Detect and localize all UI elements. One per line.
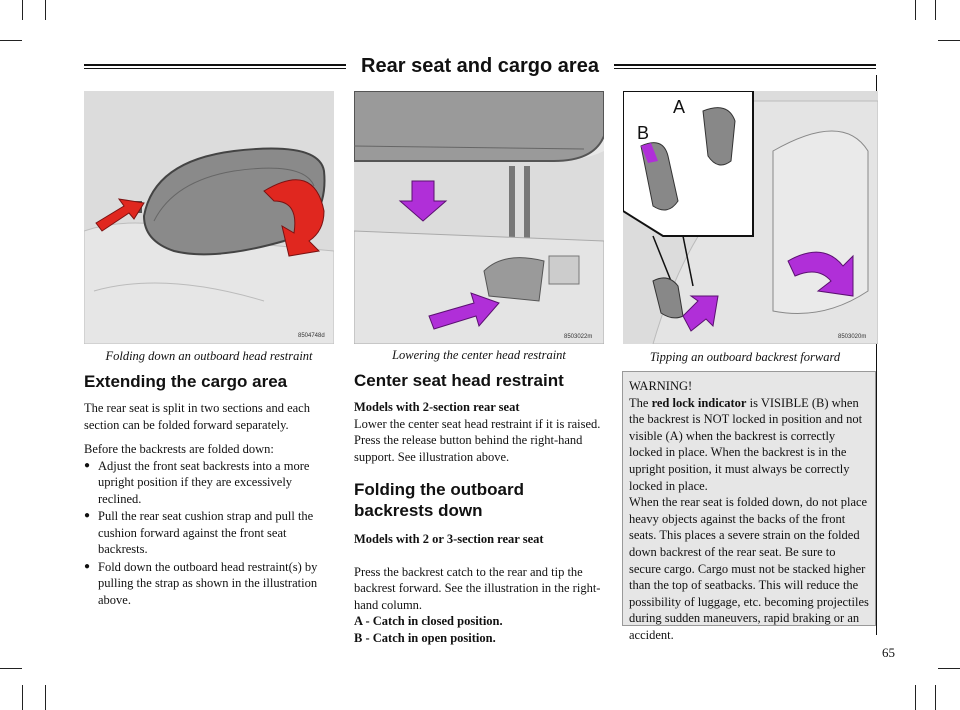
- catch-b: B - Catch in open position.: [354, 630, 496, 645]
- crop-mark: [915, 685, 916, 710]
- page-number: 65: [882, 645, 895, 660]
- heading-line: backrests down: [354, 501, 483, 520]
- warning-box: WARNING! The red lock indicator is VISIB…: [622, 371, 876, 642]
- list-item: Fold down the outboard head restraint(s)…: [84, 559, 334, 609]
- caption-3: Tipping an outboard backrest forward: [649, 350, 841, 364]
- paragraph: Before the backrests are folded down:: [84, 442, 274, 456]
- margin-rule: [876, 75, 877, 635]
- middle-column: Center seat head restraint Models with 2…: [354, 370, 609, 646]
- subheading: Models with 2-section rear seat: [354, 400, 520, 414]
- crop-mark: [0, 668, 22, 669]
- header-rule-left-thin: [84, 68, 346, 69]
- caption-1: Folding down an outboard head restraint: [105, 349, 313, 363]
- warning-text: is VISIBLE (B) when the backrest is NOT …: [629, 395, 863, 493]
- crop-mark: [22, 0, 23, 20]
- list-item: Pull the rear seat cushion strap and pul…: [84, 508, 334, 558]
- image-code: 8503022m: [564, 334, 593, 340]
- subheading: Models with 2 or 3-section rear seat: [354, 532, 544, 546]
- paragraph: Press the backrest catch to the rear and…: [354, 564, 601, 612]
- label-a: A: [673, 97, 685, 117]
- header-rule-left: [84, 64, 346, 66]
- heading-line: Folding the outboard: [354, 480, 524, 499]
- warning-text-2: When the rear seat is folded down, do no…: [629, 495, 869, 642]
- crop-mark: [915, 0, 916, 20]
- warning-emphasis: red lock indicator: [651, 395, 747, 410]
- image-code: 8504748d: [298, 333, 325, 339]
- header-rule-right-thin: [614, 68, 876, 69]
- page-title: Rear seat and cargo area: [361, 55, 599, 77]
- crop-mark: [45, 685, 46, 710]
- illustration-outboard-backrest: A B: [623, 91, 878, 344]
- paragraph: The rear seat is split in two sections a…: [84, 401, 310, 432]
- section-heading: Center seat head restraint: [354, 371, 564, 390]
- paragraph: Lower the center seat head restraint if …: [354, 416, 601, 464]
- section-heading: Folding the outboard backrests down: [354, 479, 609, 521]
- crop-mark: [45, 0, 46, 20]
- header-rule-right: [614, 64, 876, 66]
- crop-mark: [935, 685, 936, 710]
- list-item: Adjust the front seat backrests into a m…: [84, 458, 334, 508]
- image-code: 8503020m: [838, 334, 867, 340]
- crop-mark: [935, 0, 936, 20]
- section-heading: Extending the cargo area: [84, 372, 288, 391]
- warning-title: WARNING!: [629, 379, 693, 393]
- catch-a: A - Catch in closed position.: [354, 614, 503, 628]
- caption-2: Lowering the center head restraint: [392, 348, 566, 362]
- illustration-center-head-restraint: [354, 91, 604, 344]
- warning-text-1: The red lock indicator is VISIBLE (B) wh…: [629, 395, 869, 495]
- crop-mark: [0, 40, 22, 41]
- crop-mark: [938, 40, 960, 41]
- left-column: Extending the cargo area The rear seat i…: [84, 371, 334, 609]
- crop-mark: [938, 668, 960, 669]
- bullet-list: Adjust the front seat backrests into a m…: [84, 458, 334, 609]
- label-b: B: [637, 123, 649, 143]
- crop-mark: [22, 685, 23, 710]
- illustration-outboard-head-restraint: [84, 91, 334, 344]
- warning-text: The: [629, 395, 652, 410]
